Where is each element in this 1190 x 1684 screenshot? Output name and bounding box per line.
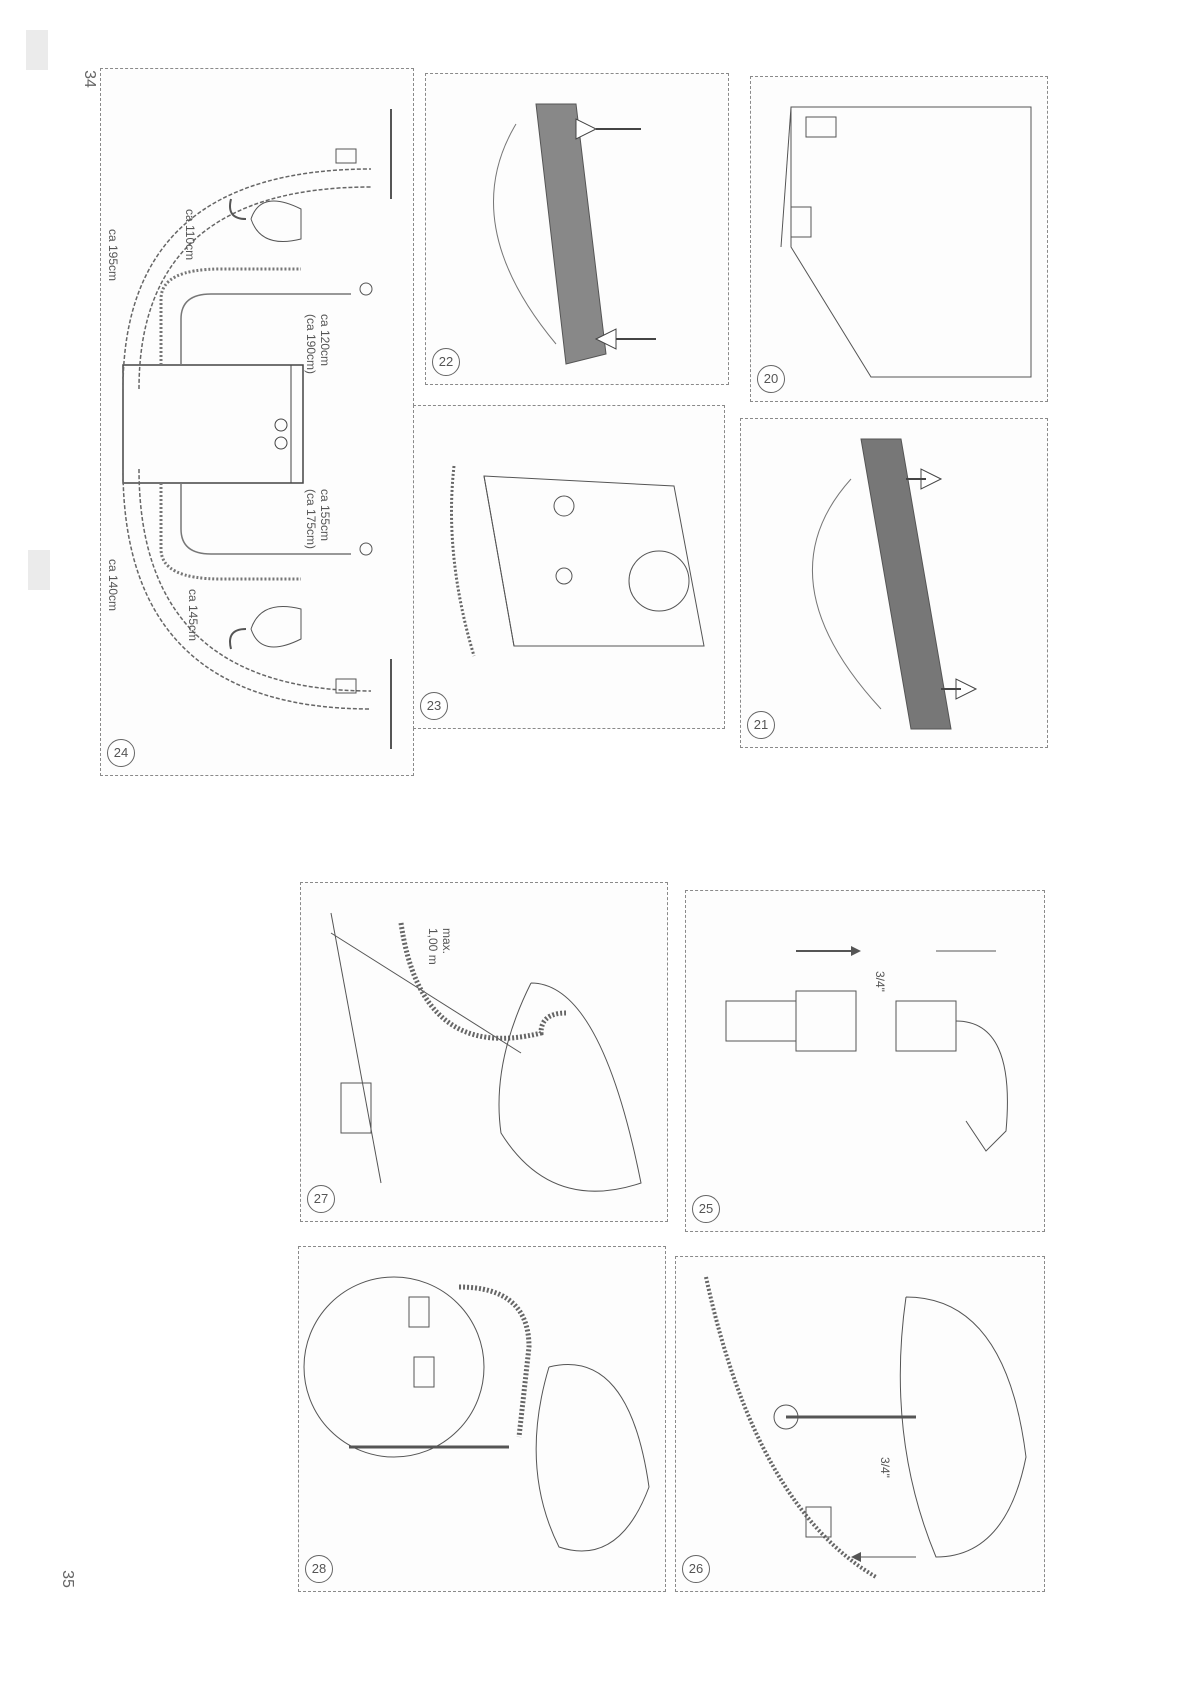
distance-label: 1,00 m bbox=[426, 928, 440, 965]
dim-label-110: ca 110cm bbox=[183, 209, 197, 260]
figure-27-panel: max. 1,00 m 27 bbox=[300, 882, 668, 1222]
dim-label-140: ca 140cm bbox=[106, 559, 120, 611]
figure-24-panel: ca 195cm ca 110cm ca 120cm (ca 190cm) ca… bbox=[100, 68, 414, 776]
installation-overview-diagram: ca 195cm ca 110cm ca 120cm (ca 190cm) ca… bbox=[101, 69, 413, 775]
figure-23-panel: 23 bbox=[413, 405, 725, 729]
panel-removal-illustration bbox=[426, 74, 728, 384]
figure-number: 23 bbox=[420, 692, 448, 720]
figure-21-panel: 21 bbox=[740, 418, 1048, 748]
figure-number: 27 bbox=[307, 1185, 335, 1213]
thread-size-label: 3/4" bbox=[878, 1457, 892, 1478]
max-label: max. bbox=[440, 928, 454, 954]
figure-22-panel: 22 bbox=[425, 73, 729, 385]
dim-label-190: (ca 190cm) bbox=[304, 314, 318, 374]
figure-number: 21 bbox=[747, 711, 775, 739]
figure-number: 26 bbox=[682, 1555, 710, 1583]
page-number-right: 35 bbox=[58, 1570, 76, 1588]
tap-connection-illustration: 3/4" bbox=[676, 1257, 1044, 1591]
figure-28-panel: 28 bbox=[298, 1246, 666, 1592]
figure-number: 20 bbox=[757, 365, 785, 393]
drain-hose-illustration: max. 1,00 m bbox=[301, 883, 667, 1221]
figure-number: 25 bbox=[692, 1195, 720, 1223]
drain-adapter-illustration bbox=[299, 1247, 665, 1591]
figure-26-panel: 3/4" 26 bbox=[675, 1256, 1045, 1592]
panel-lifting-illustration bbox=[741, 419, 1047, 747]
figure-number: 22 bbox=[432, 348, 460, 376]
figure-number: 28 bbox=[305, 1555, 333, 1583]
figure-number: 24 bbox=[107, 739, 135, 767]
cover-removal-illustration bbox=[751, 77, 1047, 401]
figure-20-panel: 20 bbox=[750, 76, 1048, 402]
dim-label-195: ca 195cm bbox=[106, 229, 120, 281]
scan-smudge bbox=[26, 30, 48, 70]
heater-open-illustration bbox=[414, 406, 724, 728]
dim-label-145: ca 145cm bbox=[186, 589, 200, 641]
page-number-left: 34 bbox=[80, 70, 98, 88]
thread-size-label: 3/4" bbox=[873, 971, 887, 992]
dim-label-155: ca 155cm bbox=[318, 489, 332, 541]
thread-connection-illustration: 3/4" bbox=[686, 891, 1044, 1231]
scan-smudge bbox=[28, 550, 50, 590]
dim-label-175: (ca 175cm) bbox=[304, 489, 318, 549]
dim-label-120: ca 120cm bbox=[318, 314, 332, 366]
figure-25-panel: 3/4" 25 bbox=[685, 890, 1045, 1232]
